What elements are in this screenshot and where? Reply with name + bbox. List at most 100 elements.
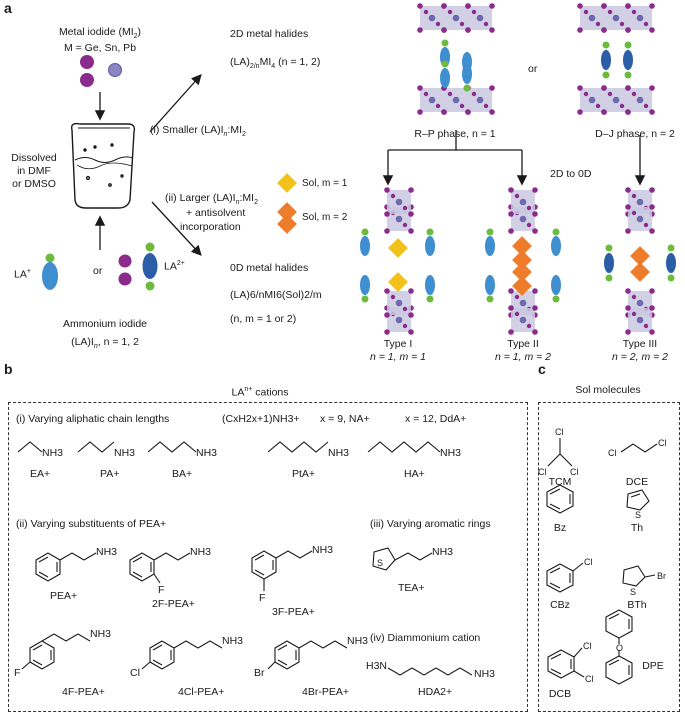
tcm-cl-left: Cl	[538, 467, 547, 477]
section-iv-label: (iv) Diammonium cation	[370, 632, 481, 644]
rp-phase-label: R–P phase, n = 1	[414, 128, 496, 140]
beaker-illustration	[70, 122, 136, 209]
dissolved-line-2: in DMF	[17, 165, 51, 177]
ha-label: HA+	[404, 468, 425, 480]
route-ii-label: (ii) Larger (LA)In:MI2	[165, 192, 259, 207]
2d-to-0d-label: 2D to 0D	[550, 168, 592, 180]
la-plus-label: LA+	[14, 268, 31, 281]
nh3-pta: NH3	[328, 447, 350, 459]
type1-label: Type I	[383, 338, 413, 350]
type1-structure	[360, 187, 435, 335]
nh3-pa: NH3	[114, 447, 136, 459]
4cl-substituent: Cl	[130, 667, 140, 679]
bz-label: Bz	[553, 522, 567, 534]
4clpea-label: 4Cl-PEA+	[178, 686, 225, 698]
panel-b-label: b	[4, 361, 13, 377]
ba-label: BA+	[172, 468, 193, 480]
nh3-ba: NH3	[196, 447, 218, 459]
2fpea-label: 2F-PEA+	[152, 598, 195, 610]
4fpea-label: 4F-PEA+	[62, 686, 105, 698]
sol-legend-diamonds	[277, 173, 297, 234]
th-label: Th	[630, 522, 644, 534]
panel-b-box	[8, 402, 528, 712]
ammonium-formula: (LA)In, n = 1, 2	[71, 336, 139, 351]
nh3-ea: NH3	[42, 447, 64, 459]
cbz-cl: Cl	[584, 557, 593, 567]
x12-label: x = 12, DdA+	[405, 413, 467, 425]
panel-a-label: a	[4, 0, 12, 16]
metal-list: M = Ge, Sn, Pb	[63, 42, 137, 54]
hda-nh3: NH3	[474, 668, 496, 680]
nh3-2fpea: NH3	[190, 546, 212, 558]
pea-label: PEA+	[50, 590, 78, 602]
panel-c-label: c	[538, 361, 546, 377]
dissolved-line-3: or DMSO	[12, 178, 56, 190]
iodide-pair-icon	[118, 254, 132, 286]
4brpea-label: 4Br-PEA+	[302, 686, 349, 698]
route-ii-antisolvent: + antisolvent	[186, 207, 246, 219]
sol-molecules-header: Sol molecules	[575, 384, 641, 396]
bth-label: BTh	[627, 599, 647, 611]
dcb-label: DCB	[548, 688, 572, 700]
dce-cl-right: Cl	[658, 438, 667, 448]
3fpea-label: 3F-PEA+	[272, 606, 315, 618]
bth-sulfur: S	[630, 587, 637, 597]
route-i-label: (i) Smaller (LA)In:MI2	[150, 124, 246, 139]
chain-formula: (CxH2x+1)NH3+	[222, 413, 300, 425]
nh3-ha: NH3	[440, 447, 462, 459]
dissolved-line-1: Dissolved	[11, 152, 57, 164]
type3-nm: n = 2, m = 2	[611, 351, 669, 363]
nh3-pea: NH3	[96, 546, 118, 558]
sol-m2-label: Sol, m = 2	[302, 212, 348, 223]
cbz-label: CBz	[550, 599, 570, 611]
dj-phase-label: D–J phase, n = 2	[595, 128, 675, 140]
tcm-cl-top: Cl	[555, 427, 564, 437]
panel-c-box	[538, 402, 680, 712]
ea-label: EA+	[30, 468, 51, 480]
dpe-label: DPE	[642, 660, 664, 672]
tcm-label: TCM	[548, 476, 572, 488]
dcb-cl-top: Cl	[583, 641, 592, 651]
type2-structure	[485, 187, 561, 335]
dpe-oxygen: O	[616, 643, 624, 653]
section-ii-label: (ii) Varying substituents of PEA+	[16, 518, 167, 530]
or-label-left: or	[93, 265, 103, 277]
pea-structures	[21, 547, 473, 676]
halides-0d-nm: (n, m = 1 or 2)	[230, 313, 297, 325]
type3-structure	[604, 187, 676, 335]
nh3-3fpea: NH3	[312, 544, 334, 556]
metal-iodide-spheres	[80, 55, 122, 87]
tcm-cl-right: Cl	[570, 467, 579, 477]
sol-m1-label: Sol, m = 1	[302, 178, 348, 189]
type1-nm: n = 1, m = 1	[369, 351, 427, 363]
halides-2d-title: 2D metal halides	[230, 28, 309, 40]
section-i-label: (i) Varying aliphatic chain lengths	[16, 413, 170, 425]
halides-0d-title: 0D metal halides	[230, 262, 309, 274]
x9-label: x = 9, NA+	[320, 413, 370, 425]
route-ii-incorporation: incorporation	[180, 221, 241, 233]
ammonium-iodide-title: Ammonium iodide	[62, 318, 148, 330]
nh3-4fpea: NH3	[90, 628, 112, 640]
tea-sulfur: S	[377, 558, 384, 568]
aliphatic-structures	[17, 441, 441, 453]
or-label-top: or	[528, 63, 538, 75]
metal-iodide-title: Metal iodide (MI2)	[58, 26, 142, 41]
4br-substituent: Br	[254, 667, 265, 679]
tea-label: TEA+	[398, 582, 425, 594]
type2-nm: n = 1, m = 2	[494, 351, 552, 363]
nh3-4brpea: NH3	[347, 635, 369, 647]
la-2plus-label: LA2+	[164, 260, 185, 273]
la-cations-header: LAn+ cations	[231, 386, 289, 399]
dce-cl-left: Cl	[608, 448, 617, 458]
halides-0d-formula: (LA)6/nMI6(Sol)2/m	[230, 289, 322, 301]
dce-label: DCE	[625, 476, 649, 488]
2f-substituent: F	[158, 584, 165, 596]
la-plus-icon	[42, 253, 58, 290]
nh3-tea: NH3	[432, 546, 454, 558]
type2-label: Type II	[507, 338, 539, 350]
dcb-cl-bottom: Cl	[585, 674, 594, 684]
th-sulfur: S	[635, 510, 642, 520]
pa-label: PA+	[100, 468, 120, 480]
halides-2d-formula: (LA)2/nMI4 (n = 1, 2)	[230, 56, 321, 71]
